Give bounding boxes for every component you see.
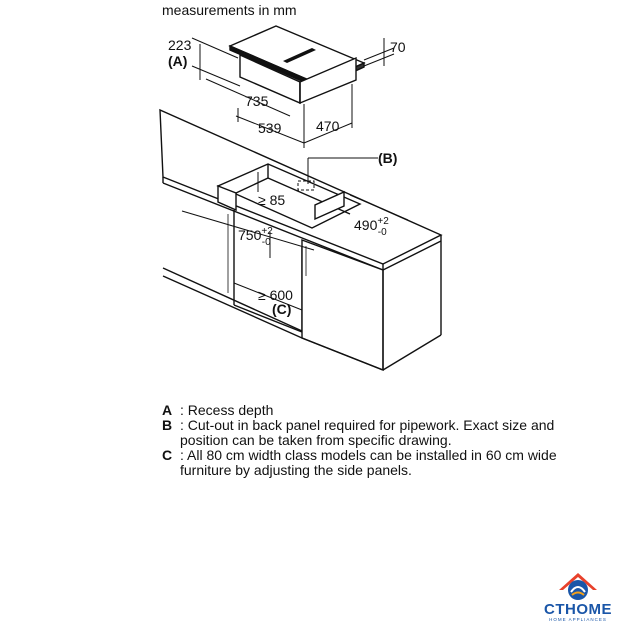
label-b: (B) bbox=[378, 150, 397, 166]
dim-cutout-depth: 490+2-0 bbox=[354, 216, 389, 238]
brand-logo: CTHOME HOME APPLIANCES bbox=[531, 568, 625, 624]
legend-text: : Recess depth bbox=[180, 402, 274, 418]
legend-item-a: A : Recess depth bbox=[162, 403, 602, 418]
legend-text: : All 80 cm width class models can be in… bbox=[180, 447, 557, 478]
caption-text: measurements in mm bbox=[162, 2, 297, 18]
cooktop-drawing bbox=[228, 25, 366, 105]
installation-diagram: measurements in mm 223 (A) 70 735 539 47… bbox=[159, 2, 443, 372]
house-logo-icon bbox=[559, 573, 597, 600]
legend-key: B bbox=[162, 417, 173, 433]
label-a: (A) bbox=[168, 53, 187, 69]
dim-min-gap: ≥ 85 bbox=[258, 192, 285, 208]
worktop-dimension-lines bbox=[181, 157, 409, 311]
legend-text: : Cut-out in back panel required for pip… bbox=[180, 417, 555, 448]
cooktop-dimension-lines bbox=[191, 37, 395, 148]
brand-name: CTHOME bbox=[544, 601, 612, 618]
dim-recess-depth: 223 bbox=[168, 37, 192, 53]
cabinet-drawing bbox=[162, 210, 442, 372]
legend-item-b: B : Cut-out in back panel required for p… bbox=[162, 418, 602, 448]
legend: A : Recess depth B : Cut-out in back pan… bbox=[162, 403, 602, 478]
dim-width-inner: 539 bbox=[258, 120, 282, 136]
label-c: (C) bbox=[272, 301, 291, 317]
dim-width-outer: 735 bbox=[245, 93, 269, 109]
legend-key: A bbox=[162, 402, 173, 418]
legend-key: C bbox=[162, 447, 173, 463]
legend-item-c: C : All 80 cm width class models can be … bbox=[162, 448, 602, 478]
cutout-drawing bbox=[216, 163, 362, 229]
dim-thickness: 70 bbox=[390, 39, 406, 55]
dim-min-cabinet-width: ≥ 600 bbox=[258, 287, 293, 303]
dim-depth-outer: 470 bbox=[316, 118, 340, 134]
brand-tagline: HOME APPLIANCES bbox=[549, 617, 607, 622]
dim-cutout-width: 750+2-0 bbox=[238, 226, 273, 248]
